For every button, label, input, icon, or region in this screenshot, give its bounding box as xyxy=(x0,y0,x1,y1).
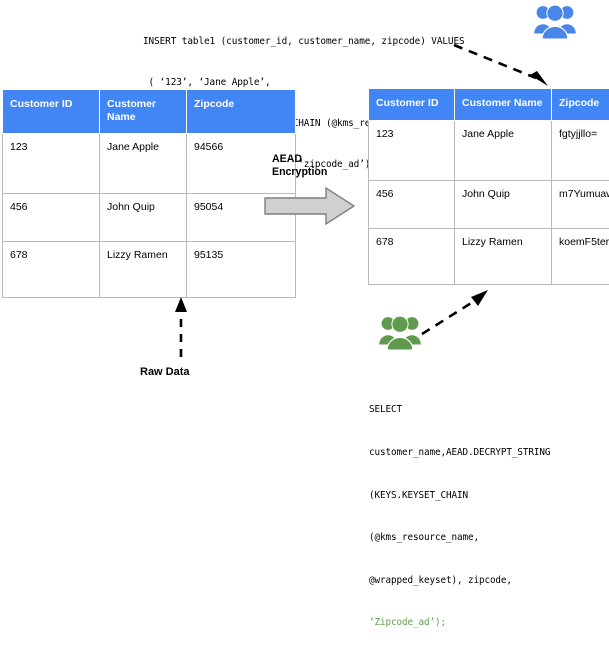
people-group-icon-green xyxy=(378,313,422,351)
select-sql-line-4: (@kms_resource_name, xyxy=(369,531,550,545)
cell-customer-id: 678 xyxy=(3,242,100,298)
cell-zipcode-ciphertext: koemF5ter= xyxy=(552,228,609,284)
cell-customer-id: 678 xyxy=(369,228,455,284)
select-sql-line-6-highlighted: ‘Zipcode_ad’); xyxy=(369,616,550,630)
table-row: 678 Lizzy Ramen 95135 xyxy=(3,242,296,298)
cell-zipcode-ciphertext: fgtyjjllo= xyxy=(552,120,609,180)
select-sql-line-3: (KEYS.KEYSET_CHAIN xyxy=(369,489,550,503)
cell-customer-name: Jane Apple xyxy=(455,120,552,180)
encrypted-data-table: Customer ID Customer Name Zipcode 123 Ja… xyxy=(368,88,609,285)
cell-zipcode: 95135 xyxy=(187,242,296,298)
table-row: 456 John Quip 95054 xyxy=(3,194,296,242)
cell-customer-id: 123 xyxy=(3,134,100,194)
table-row: 456 John Quip m7Yumuawqry xyxy=(369,180,609,228)
select-sql-line-5: @wrapped_keyset), zipcode, xyxy=(369,574,550,588)
table-header-row: Customer ID Customer Name Zipcode xyxy=(369,89,609,121)
column-header-zipcode: Zipcode xyxy=(552,89,609,121)
select-sql-statement: SELECT customer_name,AEAD.DECRYPT_STRING… xyxy=(369,375,550,645)
table-row: 123 Jane Apple 94566 xyxy=(3,134,296,194)
select-sql-line-1: SELECT xyxy=(369,403,550,417)
cell-customer-id: 456 xyxy=(369,180,455,228)
table-row: 123 Jane Apple fgtyjjllo= xyxy=(369,120,609,180)
cell-customer-name: John Quip xyxy=(455,180,552,228)
column-header-customer-name: Customer Name xyxy=(100,90,187,134)
cell-customer-name: Jane Apple xyxy=(100,134,187,194)
select-sql-line-2: customer_name,AEAD.DECRYPT_STRING xyxy=(369,446,550,460)
dashed-arrow-select-to-table xyxy=(420,288,490,336)
block-arrow-right-icon xyxy=(264,186,356,226)
table-header-row: Customer ID Customer Name Zipcode xyxy=(3,90,296,134)
column-header-customer-name: Customer Name xyxy=(455,89,552,121)
raw-data-label: Raw Data xyxy=(140,366,190,378)
cell-customer-id: 456 xyxy=(3,194,100,242)
insert-sql-line-1: INSERT table1 (customer_id, customer_nam… xyxy=(143,35,465,49)
dashed-arrow-insert-to-table xyxy=(452,42,552,88)
aead-encryption-label: AEAD Encryption xyxy=(272,153,327,179)
cell-customer-name: Lizzy Ramen xyxy=(100,242,187,298)
dashed-arrow-raw-data xyxy=(170,297,192,359)
cell-zipcode-ciphertext: m7Yumuawqry xyxy=(552,180,609,228)
cell-customer-name: Lizzy Ramen xyxy=(455,228,552,284)
cell-customer-id: 123 xyxy=(369,120,455,180)
people-group-icon-blue xyxy=(533,2,577,40)
column-header-zipcode: Zipcode xyxy=(187,90,296,134)
table-row: 678 Lizzy Ramen koemF5ter= xyxy=(369,228,609,284)
cell-customer-name: John Quip xyxy=(100,194,187,242)
raw-data-table: Customer ID Customer Name Zipcode 123 Ja… xyxy=(2,89,296,298)
column-header-customer-id: Customer ID xyxy=(3,90,100,134)
column-header-customer-id: Customer ID xyxy=(369,89,455,121)
